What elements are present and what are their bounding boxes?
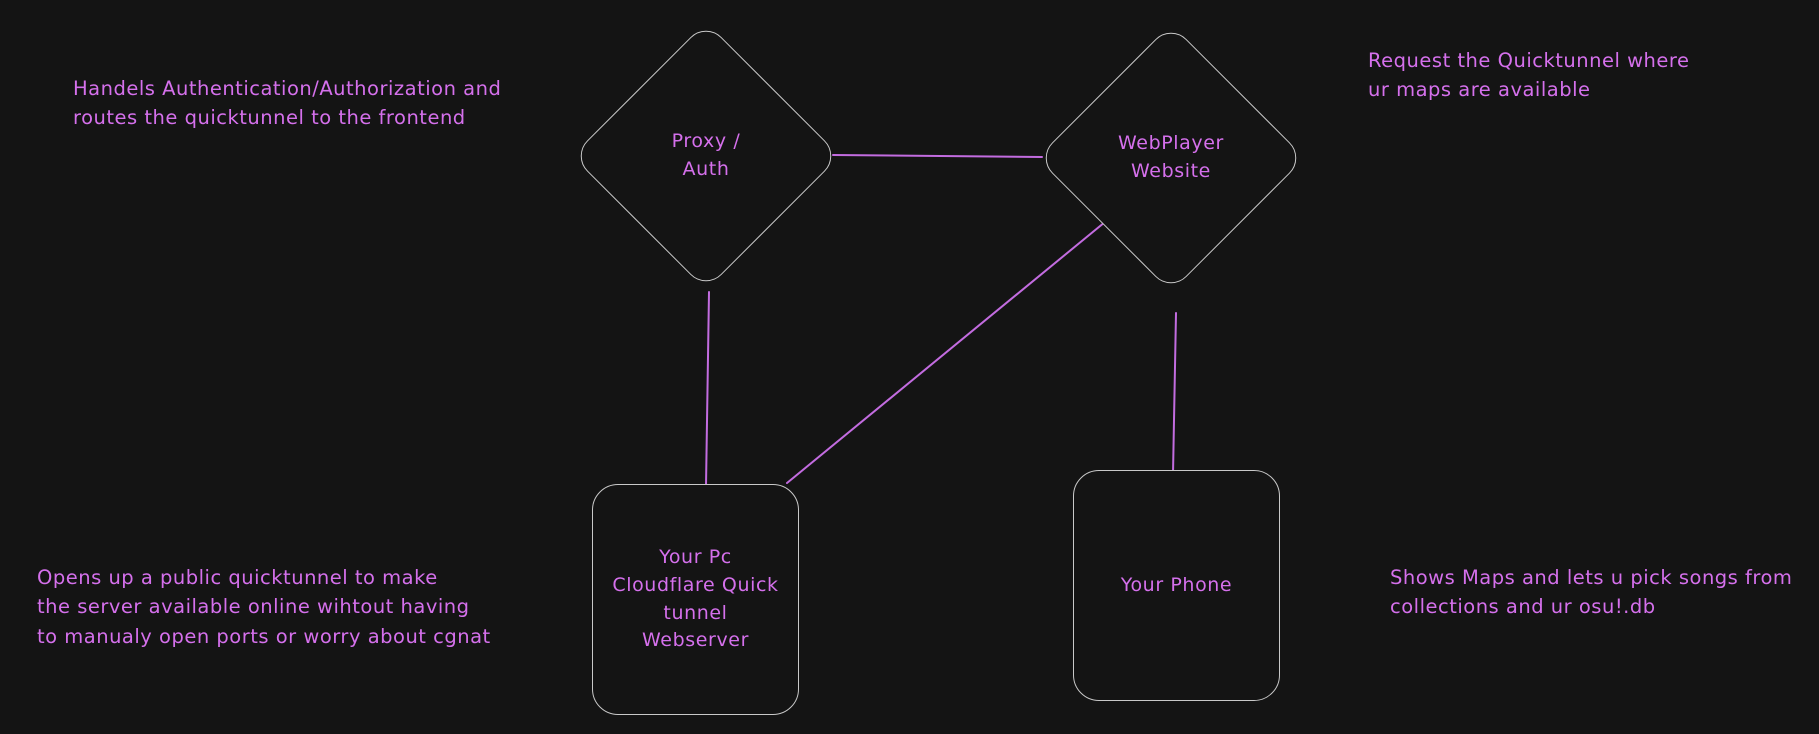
edge-proxy-to-your-pc [705, 291, 710, 487]
node-proxy-auth[interactable]: Proxy / Auth [571, 19, 841, 293]
note-your-pc: Opens up a public quicktunnel to make th… [37, 566, 491, 648]
node-your-phone[interactable]: Your Phone [1073, 470, 1280, 701]
node-your-phone-label: Your Phone [1120, 573, 1233, 596]
node-your-pc[interactable]: Your Pc Cloudflare Quick tunnel Webserve… [592, 484, 799, 715]
edge-proxy-to-webplayer [832, 154, 1043, 158]
note-proxy-auth: Handels Authentication/Authorization and… [73, 77, 502, 130]
node-webplayer-website[interactable]: WebPlayer Website [1036, 21, 1306, 295]
node-your-pc-label: Your Pc Cloudflare Quick tunnel Webserve… [612, 546, 779, 652]
note-your-phone: Shows Maps and lets u pick songs from co… [1390, 566, 1793, 619]
note-webplayer: Request the Quicktunnel where ur maps ar… [1368, 49, 1690, 102]
node-webplayer-website-label: WebPlayer Website [1118, 132, 1224, 182]
node-proxy-auth-label: Proxy / Auth [671, 130, 741, 180]
edge-webplayer-to-your-phone [1172, 312, 1177, 475]
